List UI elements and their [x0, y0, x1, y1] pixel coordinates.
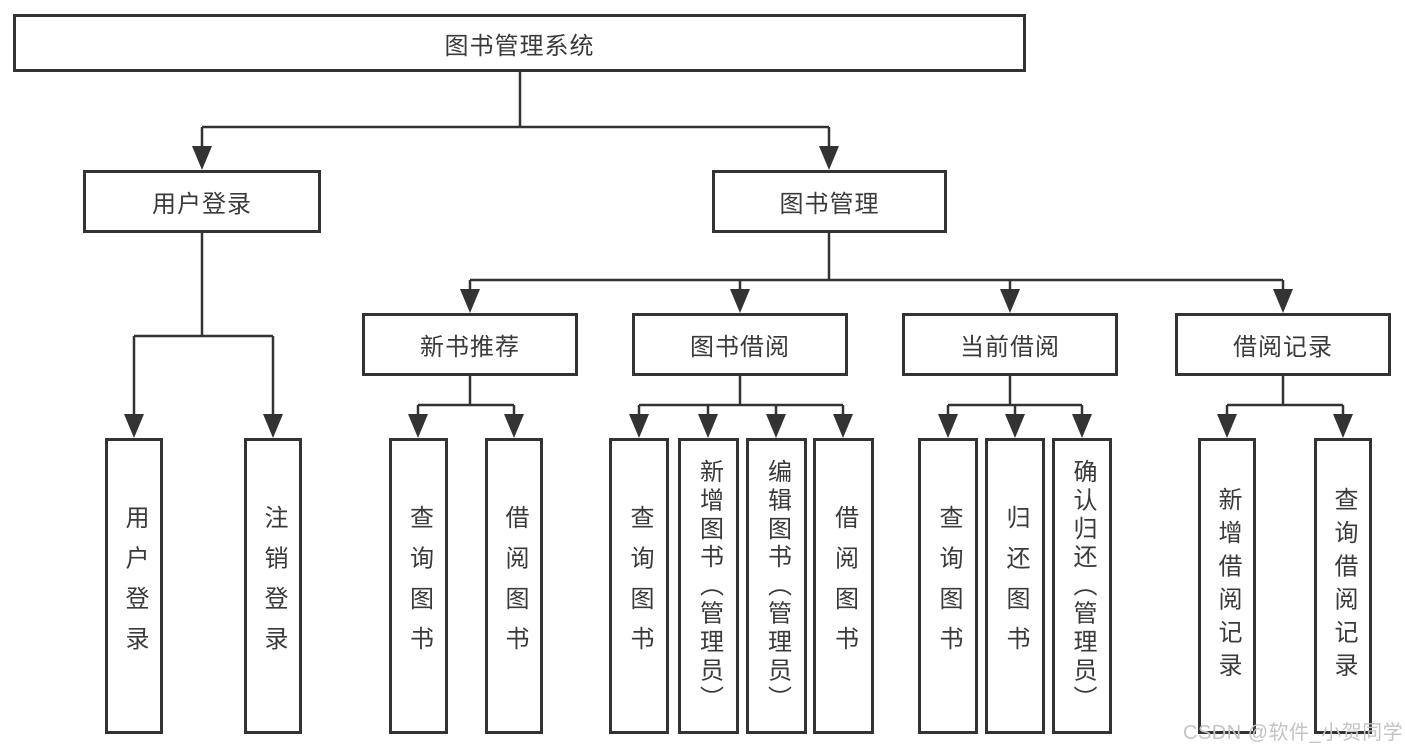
- connector-book-mgmt: [468, 233, 1285, 293]
- connector-root: [200, 72, 831, 150]
- leaf-add-book-admin: 新增图书（管理员）: [678, 438, 739, 734]
- arrowhead: [1333, 414, 1353, 438]
- leaf-query-borrow-record: 查询借阅记录: [1314, 438, 1372, 734]
- connector-borrow-records: [1225, 376, 1345, 418]
- leaf-user-login: 用户登录: [105, 438, 163, 734]
- arrowhead: [1217, 414, 1237, 438]
- node-new-book-rec: 新书推荐: [362, 313, 578, 376]
- arrowhead: [938, 414, 958, 438]
- leaf-label: 查询图书: [405, 505, 433, 667]
- arrowhead: [124, 414, 144, 438]
- arrowhead: [833, 414, 853, 438]
- arrowhead: [408, 414, 428, 438]
- leaf-label: 注销登录: [260, 505, 287, 667]
- leaf-borrow-books-rec: 借阅图书: [485, 438, 543, 734]
- csdn-watermark: CSDN @软件_小贺同学: [1183, 722, 1404, 744]
- leaf-label: 用户登录: [121, 505, 148, 667]
- arrowhead: [629, 414, 649, 438]
- leaf-borrow-books: 借阅图书: [813, 438, 874, 734]
- arrowhead: [819, 146, 839, 170]
- leaf-query-books-current: 查询图书: [918, 438, 978, 734]
- leaf-confirm-return-admin: 确认归还（管理员）: [1052, 438, 1112, 734]
- arrowhead: [1273, 289, 1293, 313]
- arrowhead: [504, 414, 524, 438]
- leaf-query-books-rec: 查询图书: [389, 438, 448, 734]
- arrowhead: [766, 414, 786, 438]
- arrowhead: [192, 146, 212, 170]
- node-book-borrow: 图书借阅: [632, 313, 848, 376]
- node-borrow-records: 借阅记录: [1175, 313, 1391, 376]
- leaf-label: 借阅图书: [501, 505, 528, 667]
- leaf-label: 查询图书: [626, 505, 653, 667]
- node-root: 图书管理系统: [13, 14, 1026, 72]
- leaf-label: 新增图书（管理员）: [695, 458, 723, 714]
- connector-user-login: [132, 233, 275, 418]
- node-book-mgmt: 图书管理: [712, 170, 947, 233]
- node-user-login: 用户登录: [83, 170, 321, 233]
- leaf-label: 查询图书: [935, 505, 962, 667]
- leaf-label: 借阅图书: [830, 505, 858, 667]
- arrowhead: [1000, 289, 1020, 313]
- leaf-label: 查询借阅记录: [1330, 486, 1357, 686]
- arrowhead: [263, 414, 283, 438]
- leaf-edit-book-admin: 编辑图书（管理员）: [746, 438, 807, 734]
- connector-new-book-rec: [416, 376, 516, 418]
- node-current-borrow: 当前借阅: [902, 313, 1118, 376]
- leaf-label: 编辑图书（管理员）: [763, 458, 791, 714]
- leaf-add-borrow-record: 新增借阅记录: [1198, 438, 1256, 734]
- connector-current-borrow: [946, 376, 1084, 418]
- arrowhead: [730, 289, 750, 313]
- arrowhead: [1005, 414, 1025, 438]
- leaf-logout: 注销登录: [244, 438, 302, 734]
- arrowhead: [698, 414, 718, 438]
- leaf-label: 确认归还（管理员）: [1069, 458, 1096, 714]
- connector-book-borrow: [637, 376, 845, 418]
- arrowhead: [1072, 414, 1092, 438]
- leaf-label: 归还图书: [1002, 505, 1029, 667]
- leaf-label: 新增借阅记录: [1214, 486, 1241, 686]
- leaf-query-books-borrow: 查询图书: [609, 438, 669, 734]
- arrowhead: [460, 289, 480, 313]
- leaf-return-book: 归还图书: [985, 438, 1045, 734]
